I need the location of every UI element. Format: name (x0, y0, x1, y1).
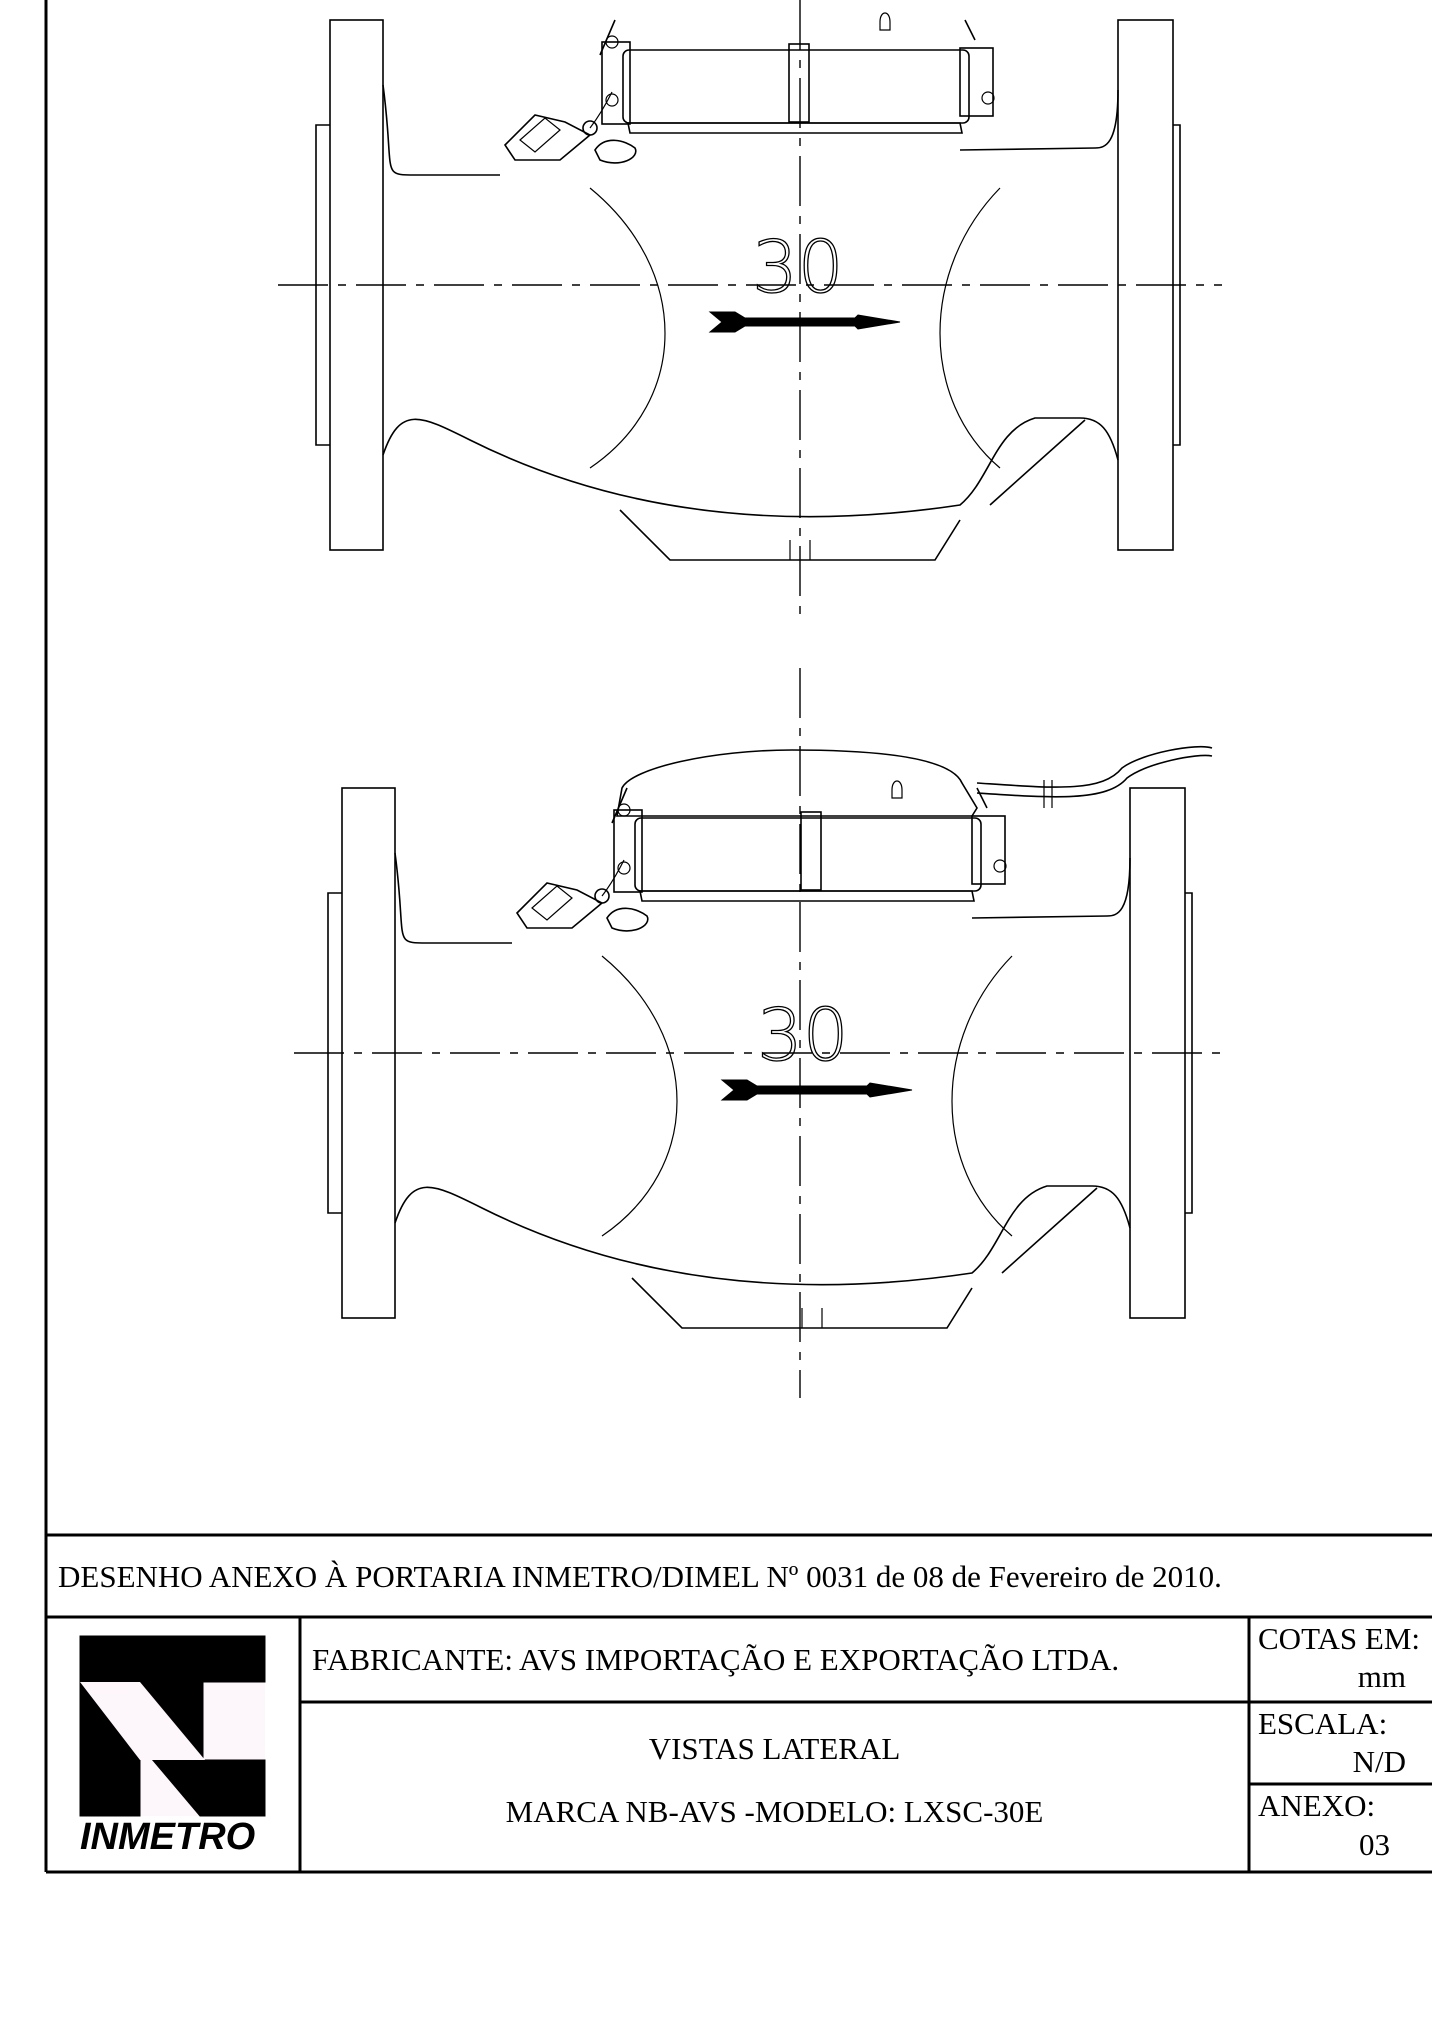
manufacturer-label: FABRICANTE: AVS IMPORTAÇÃO E EXPORTAÇÃO … (312, 1642, 1120, 1677)
side-view-2: 30 (294, 668, 1224, 1398)
nominal-diameter-label-2: 30 (757, 993, 849, 1077)
inmetro-logo-text: INMETRO (80, 1816, 256, 1858)
annex-label: ANEXO: (1258, 1788, 1376, 1823)
view-title: VISTAS LATERAL (648, 1731, 901, 1766)
portaria-notice: DESENHO ANEXO À PORTARIA INMETRO/DIMEL N… (58, 1559, 1222, 1594)
brand-model-label: MARCA NB-AVS -MODELO: LXSC-30E (505, 1794, 1044, 1829)
units-value: mm (1357, 1659, 1406, 1694)
side-view-1: 30 (278, 0, 1222, 620)
units-label: COTAS EM: (1258, 1621, 1421, 1656)
inmetro-logo (79, 1635, 266, 1817)
scale-label: ESCALA: (1258, 1706, 1388, 1741)
annex-value: 03 (1359, 1827, 1390, 1862)
scale-value: N/D (1352, 1744, 1406, 1779)
nominal-diameter-label-1: 30 (752, 225, 844, 309)
